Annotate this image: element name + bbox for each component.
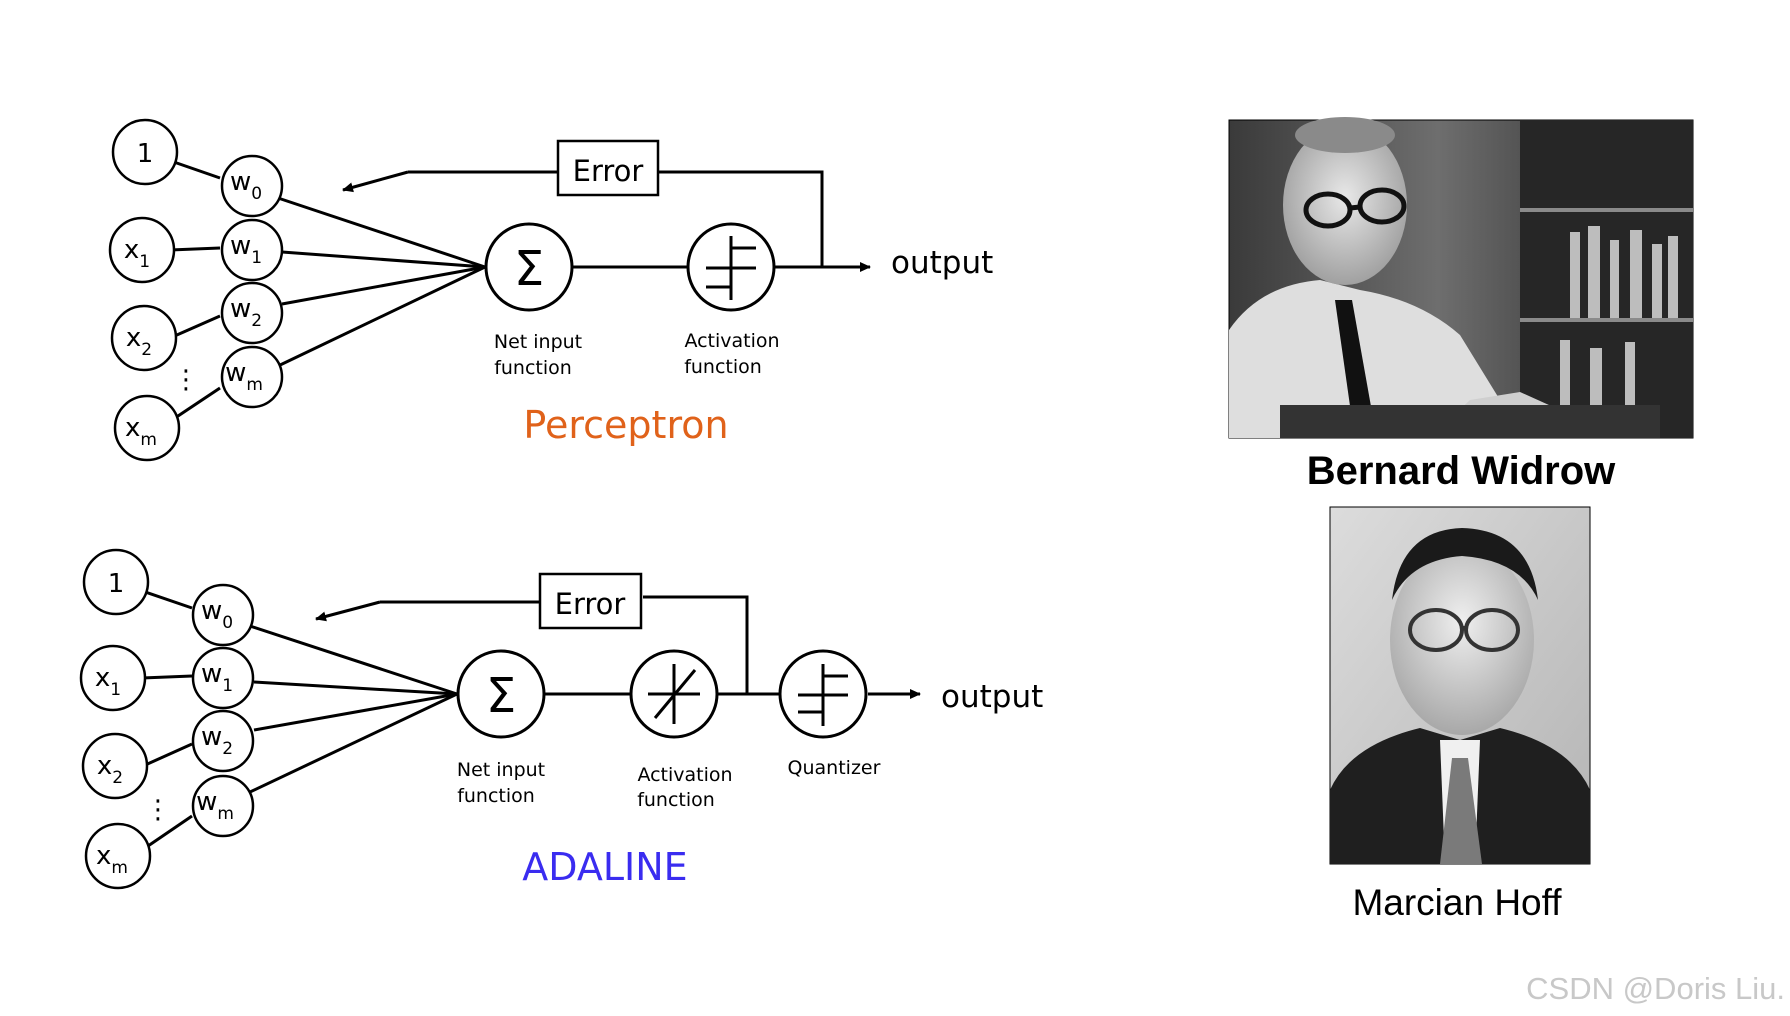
svg-text:wm: wm [196, 787, 234, 824]
svg-text:Error: Error [573, 154, 644, 188]
svg-text:w1: w1 [230, 231, 262, 268]
adaline-net-input-label-2: function [457, 785, 535, 807]
step-function-icon [706, 236, 756, 300]
patterned-tie [1440, 758, 1482, 864]
widrow-caption: Bernard Widrow [1307, 449, 1616, 493]
svg-text:w2: w2 [201, 722, 233, 759]
perceptron-diagram: 1 x1 x2 ⋮ xm w0 w1 [108, 118, 993, 462]
svg-text:w0: w0 [201, 596, 233, 633]
weight-node-w0: w0 [220, 154, 284, 218]
tie [1335, 300, 1372, 420]
adaline-input-nodes: 1 x1 x2 ⋮ xm [79, 548, 171, 890]
svg-text:xm: xm [125, 413, 157, 450]
svg-text:w0: w0 [230, 167, 262, 204]
adaline-activation-label-2: function [637, 789, 715, 811]
perceptron-input-nodes: 1 x1 x2 ⋮ xm [108, 118, 199, 462]
perceptron-error-box: Error [556, 139, 660, 197]
linear-function-icon [648, 664, 700, 724]
books [1560, 226, 1678, 418]
perceptron-weight-nodes: w0 w1 w2 wm [220, 154, 284, 409]
adaline-quantizer-label: Quantizer [788, 757, 881, 779]
shelf-lines [1520, 208, 1693, 322]
adaline-weight-nodes: w0 w1 w2 wm [191, 583, 255, 838]
step-function-icon [798, 664, 848, 726]
perceptron-sum-node: Σ [484, 222, 574, 312]
input-node-bias: 1 [82, 548, 150, 616]
adaline-activation-label-1: Activation [637, 764, 732, 786]
glasses [1303, 187, 1407, 229]
perceptron-output-label: output [891, 245, 993, 281]
perceptron-activation-label-2: function [684, 356, 762, 378]
perceptron-activation-node [686, 222, 776, 312]
adaline-quantizer-node [778, 649, 868, 739]
adaline-title: ADALINE [522, 845, 687, 889]
svg-text:xm: xm [96, 841, 128, 878]
input-node-x2: x2 [110, 304, 178, 372]
svg-text:w2: w2 [230, 294, 262, 331]
svg-text:1: 1 [108, 569, 125, 599]
perceptron-input-links [144, 150, 871, 420]
weight-node-w0: w0 [191, 583, 255, 647]
input-node-x2: x2 [81, 732, 149, 800]
bookshelf [1520, 120, 1693, 438]
adaline-sum-node: Σ [456, 649, 546, 739]
glasses [1408, 608, 1520, 652]
svg-text:x2: x2 [126, 323, 152, 360]
input-node-xm: xm [113, 394, 181, 462]
widrow-photo [1228, 117, 1694, 439]
adaline-ellipsis: ⋮ [145, 795, 171, 825]
hoff-photo [1329, 506, 1591, 865]
adaline-diagram: 1 x1 x2 ⋮ xm w0 w1 [79, 548, 1043, 890]
input-node-xm: xm [84, 822, 152, 890]
weight-node-w1: w1 [191, 646, 255, 710]
perceptron-ellipsis: ⋮ [173, 365, 199, 395]
svg-text:wm: wm [225, 358, 263, 395]
svg-text:w1: w1 [201, 659, 233, 696]
hoff-caption: Marcian Hoff [1352, 882, 1562, 923]
svg-text:x2: x2 [97, 751, 123, 788]
svg-text:1: 1 [137, 139, 154, 169]
weight-node-wm: wm [191, 774, 255, 838]
input-node-x1: x1 [79, 644, 147, 712]
adaline-error-box: Error [538, 572, 643, 630]
perceptron-net-input-label-1: Net input [494, 331, 582, 353]
input-node-bias: 1 [111, 118, 179, 186]
perceptron-title: Perceptron [523, 403, 728, 447]
weight-node-w1: w1 [220, 218, 284, 282]
svg-text:Σ: Σ [486, 668, 516, 724]
weight-node-w2: w2 [220, 281, 284, 345]
adaline-activation-node [629, 649, 719, 739]
perceptron-activation-label-1: Activation [684, 330, 779, 352]
weight-node-w2: w2 [191, 709, 255, 773]
svg-text:x1: x1 [95, 663, 121, 700]
perceptron-net-input-label-2: function [494, 357, 572, 379]
watermark: CSDN @Doris Liu. [1526, 971, 1785, 1006]
weight-node-wm: wm [220, 345, 284, 409]
input-node-x1: x1 [108, 216, 176, 284]
adaline-output-label: output [941, 679, 1043, 715]
svg-text:Σ: Σ [514, 241, 544, 297]
svg-text:Error: Error [555, 587, 626, 621]
adaline-net-input-label-1: Net input [457, 759, 545, 781]
svg-text:x1: x1 [124, 235, 150, 272]
